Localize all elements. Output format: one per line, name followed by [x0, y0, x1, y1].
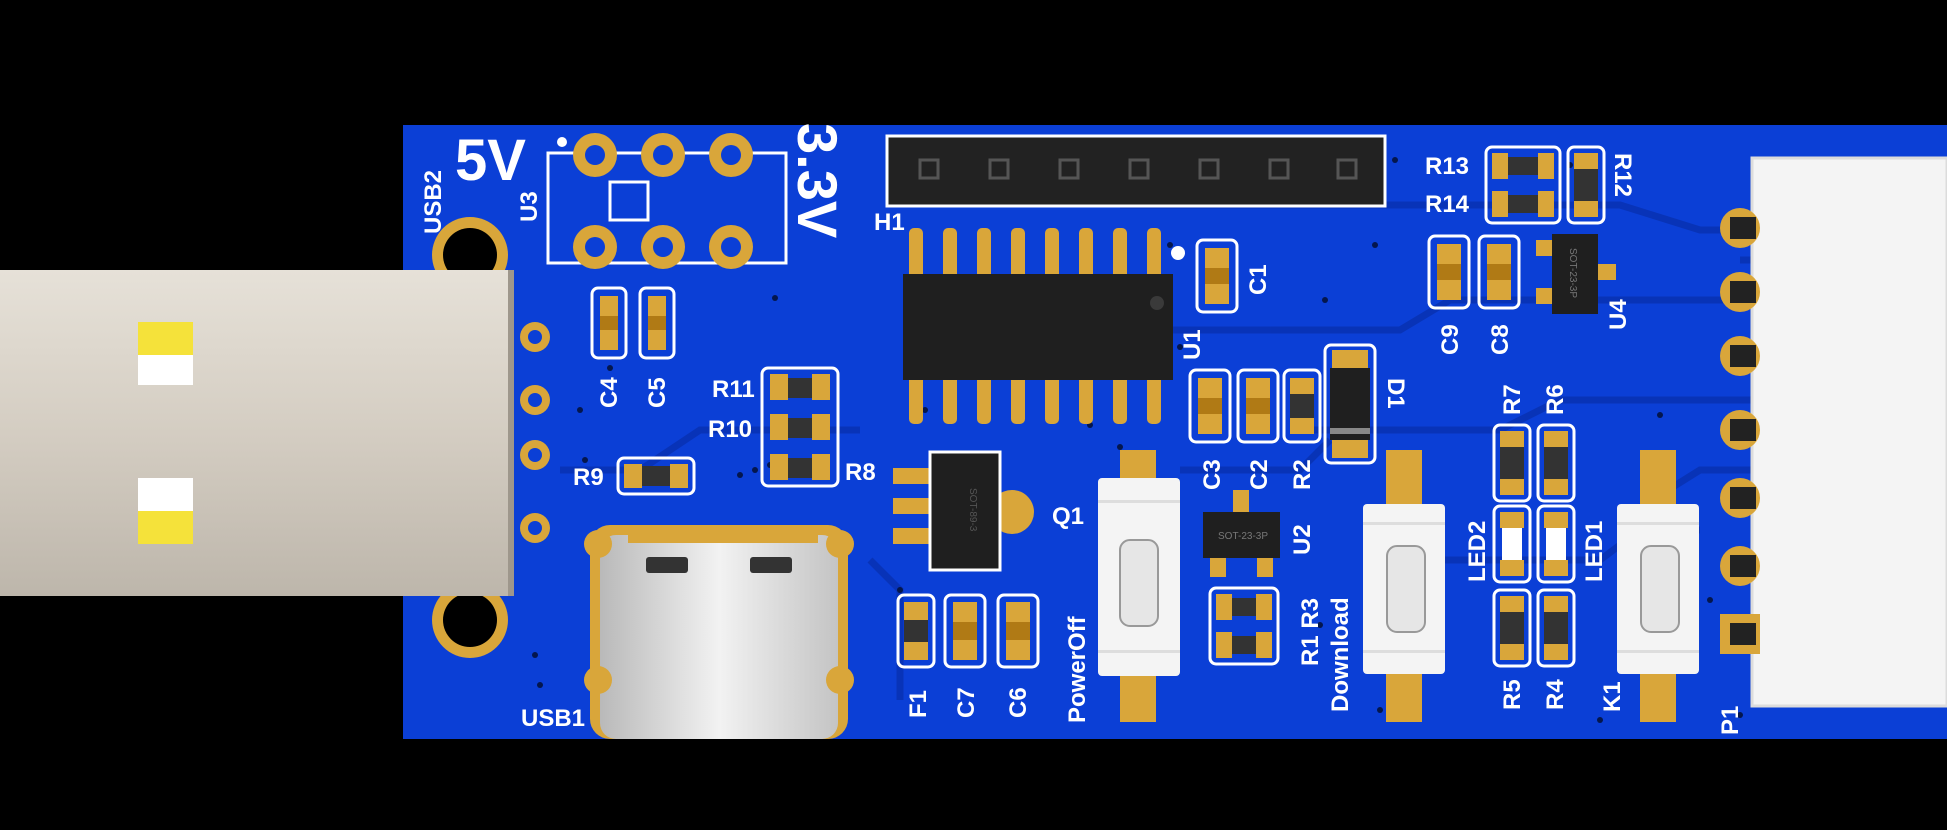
- label-c1: C1: [1245, 264, 1272, 295]
- label-r6: R6: [1542, 384, 1569, 415]
- label-r13: R13: [1425, 153, 1469, 180]
- label-led2: LED2: [1464, 521, 1491, 582]
- label-d1: D1: [1382, 378, 1409, 409]
- label-q1: Q1: [1052, 503, 1084, 530]
- resistors-r5-r4: [1492, 588, 1576, 668]
- poweroff-button[interactable]: [1098, 450, 1180, 722]
- parts-f1-c7-c6: [896, 593, 1040, 669]
- label-usb2: USB2: [420, 170, 447, 234]
- q1-package-mark: SOT-89-3: [967, 488, 978, 532]
- k1-button[interactable]: [1617, 450, 1699, 722]
- label-r12: R12: [1609, 153, 1636, 197]
- label-r14: R14: [1425, 191, 1470, 218]
- resistors-r1-r3: [1208, 586, 1280, 666]
- caps-c9-c8: [1427, 234, 1521, 310]
- caps-c4-c5: [590, 286, 676, 360]
- p1-connector: [1720, 156, 1947, 708]
- label-r1-r3: R1 R3: [1297, 598, 1324, 666]
- label-u3: U3: [516, 191, 543, 222]
- label-f1: F1: [905, 690, 932, 718]
- label-c7: C7: [953, 687, 980, 718]
- vias: [532, 157, 1793, 723]
- label-r8: R8: [845, 459, 876, 486]
- label-r11: R11: [712, 376, 755, 403]
- u2-package-mark: SOT-23-3P: [1218, 531, 1268, 542]
- label-poweroff: PowerOff: [1064, 615, 1091, 723]
- transistor-q1: SOT-89-3: [893, 450, 1034, 572]
- regulator-u4: SOT-23-3P: [1536, 234, 1616, 314]
- label-u2: U2: [1289, 524, 1316, 555]
- parts-c3-c2-r2: [1188, 368, 1322, 444]
- label-c3: C3: [1199, 459, 1226, 490]
- u3-header: [546, 133, 788, 269]
- cap-c1: [1195, 238, 1239, 314]
- h1-header: [885, 134, 1387, 208]
- leds: [1492, 504, 1576, 584]
- label-k1: K1: [1599, 681, 1626, 712]
- regulator-u2: SOT-23-3P: [1203, 490, 1280, 577]
- usb-c-connector: [584, 525, 854, 739]
- label-usb1: USB1: [521, 705, 585, 732]
- label-c5: C5: [644, 377, 671, 408]
- resistors-r11-r10-r8: [760, 366, 840, 488]
- resistors-r13-r14-r12: [1484, 145, 1606, 225]
- label-r4: R4: [1542, 679, 1569, 710]
- label-u4: U4: [1605, 299, 1632, 330]
- label-u1: U1: [1179, 329, 1206, 360]
- label-5v: 5V: [455, 128, 526, 193]
- usb-a-plug: [0, 270, 514, 596]
- label-p1: P1: [1717, 706, 1744, 735]
- label-r9: R9: [573, 464, 604, 491]
- label-c6: C6: [1005, 687, 1032, 718]
- label-c9: C9: [1437, 324, 1464, 355]
- label-3v3: 3.3V: [786, 123, 849, 238]
- label-c2: C2: [1246, 459, 1273, 490]
- label-r7: R7: [1499, 384, 1526, 415]
- label-r5: R5: [1499, 679, 1526, 710]
- label-h1: H1: [874, 209, 905, 236]
- label-c8: C8: [1487, 324, 1514, 355]
- label-r2: R2: [1289, 459, 1316, 490]
- resistors-r7-r6: [1492, 423, 1576, 503]
- label-download: Download: [1327, 597, 1354, 712]
- label-c4: C4: [596, 377, 623, 408]
- u1-ic: [903, 228, 1185, 424]
- download-button[interactable]: [1363, 450, 1445, 722]
- label-r10: R10: [708, 416, 752, 443]
- diode-d1: [1323, 343, 1377, 465]
- resistor-r9: [616, 456, 696, 496]
- u4-package-mark: SOT-23-3P: [1567, 248, 1578, 298]
- label-led1: LED1: [1581, 521, 1608, 582]
